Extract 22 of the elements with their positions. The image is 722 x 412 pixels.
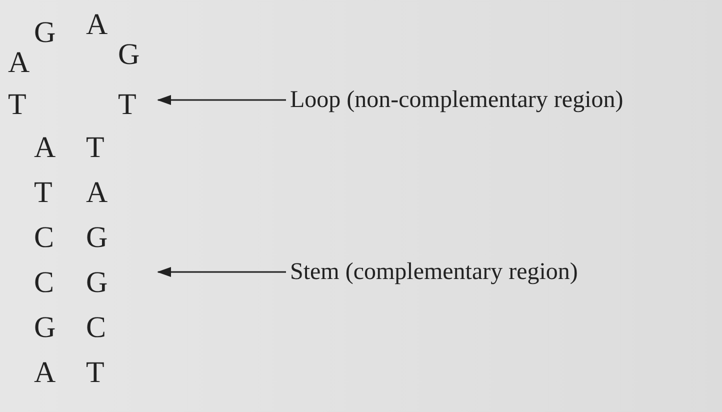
base-letter: T (118, 90, 136, 120)
base-letter: C (86, 313, 106, 343)
base-letter: T (8, 90, 26, 120)
base-letter: C (34, 223, 54, 253)
base-letter: G (34, 18, 56, 48)
base-letter: T (34, 178, 52, 208)
base-letter: C (34, 268, 54, 298)
base-letter: G (118, 40, 140, 70)
leader-arrow (157, 95, 286, 105)
base-letter: T (86, 133, 104, 163)
base-letter: T (86, 358, 104, 388)
base-letter: A (34, 358, 56, 388)
base-letter: G (86, 268, 108, 298)
base-letter: A (86, 10, 108, 40)
base-letter: A (8, 48, 30, 78)
leader-arrow (157, 267, 286, 277)
base-letter: G (86, 223, 108, 253)
base-letter: A (86, 178, 108, 208)
region-label: Stem (complementary region) (290, 258, 578, 286)
region-label: Loop (non-complementary region) (290, 86, 624, 114)
base-letter: G (34, 313, 56, 343)
base-letter: A (34, 133, 56, 163)
